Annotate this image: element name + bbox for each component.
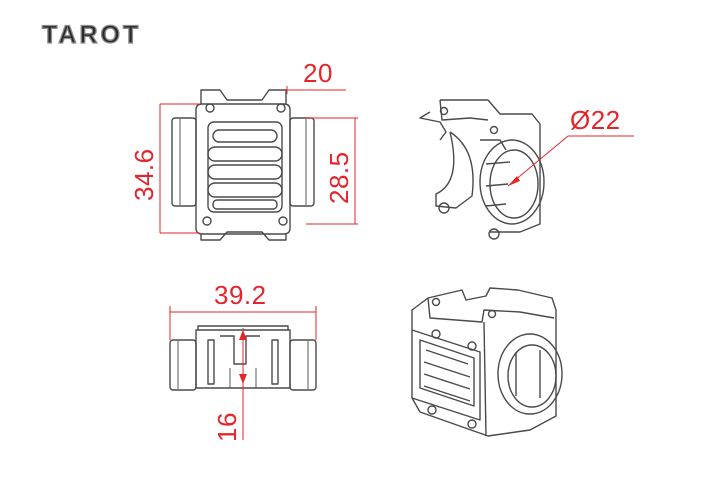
front-window <box>207 121 283 213</box>
top-rib-right-1 <box>271 339 279 385</box>
iso-top-rib-3 <box>485 183 509 187</box>
dimension-inner-height: 28.5 <box>306 117 358 225</box>
iso-top-rib-1 <box>480 139 507 151</box>
front-slot-1 <box>212 129 278 143</box>
top-lip <box>197 325 289 330</box>
iso-bottom-hole-3 <box>431 329 441 339</box>
front-view <box>171 89 315 241</box>
iso-bottom-hole-2 <box>487 309 497 319</box>
dimension-inner-height-label: 28.5 <box>324 151 354 204</box>
dimension-top-width: 20 <box>286 58 346 94</box>
top-body <box>195 329 291 389</box>
brand-logo: TAROT <box>41 20 141 49</box>
iso-top-rib-4 <box>485 203 507 207</box>
iso-top-left-arc <box>435 131 474 209</box>
top-view <box>169 325 317 391</box>
dimension-outer-height: 34.6 <box>129 103 200 234</box>
front-left-flange <box>171 117 197 207</box>
iso-top-hole-1 <box>439 106 449 116</box>
iso-bottom-front-window <box>419 339 475 407</box>
front-bottom-tabs <box>200 231 287 241</box>
front-right-flange <box>289 117 315 207</box>
dimension-total-width-label: 39.2 <box>214 280 267 310</box>
iso-view-bottom <box>411 287 563 437</box>
front-hole-top-left <box>205 103 215 113</box>
iso-top-hole-2 <box>489 125 499 135</box>
iso-top-rib-2 <box>485 161 511 165</box>
iso-top-right-body <box>440 99 541 233</box>
iso-bottom-outline <box>411 287 557 437</box>
iso-bottom-bore-ribs <box>515 350 541 398</box>
iso-bottom-corner-edge <box>483 321 487 437</box>
top-center-notch <box>220 335 260 365</box>
dimension-bore-diameter: Ø22 <box>507 105 634 187</box>
iso-top-bore-outer <box>479 139 545 225</box>
front-hole-top-right <box>276 103 286 113</box>
iso-bottom-hole-6 <box>467 419 477 429</box>
dimension-base-height-label: 16 <box>212 412 242 442</box>
iso-bottom-hole-4 <box>467 341 477 351</box>
dimension-bore-diameter-label: Ø22 <box>570 105 621 135</box>
top-right-flange <box>289 339 317 391</box>
front-slot-5 <box>212 199 278 210</box>
front-top-tabs <box>200 89 287 104</box>
iso-top-hole-4 <box>488 228 500 240</box>
dimension-outer-height-label: 34.6 <box>129 148 159 201</box>
dimension-total-width: 39.2 <box>169 280 317 340</box>
iso-bottom-hole-1 <box>431 297 441 307</box>
top-left-flange <box>169 339 197 391</box>
iso-bottom-hole-5 <box>427 405 437 415</box>
front-slot-3 <box>207 164 283 180</box>
brand-logo-text: TAROT <box>42 21 141 49</box>
top-rib-left-1 <box>207 339 215 385</box>
front-hole-bottom-left <box>202 216 212 226</box>
iso-top-left-flange <box>419 111 447 141</box>
dimension-base-height: 16 <box>212 328 247 442</box>
front-slot-2 <box>207 146 283 162</box>
iso-top-bore-inner <box>489 149 539 219</box>
iso-bottom-bore-inner <box>507 344 557 408</box>
iso-bottom-front-slots <box>423 349 471 402</box>
iso-bottom-top-face <box>427 297 555 323</box>
iso-top-hole-3 <box>438 202 450 214</box>
front-slot-4 <box>207 182 283 198</box>
dimension-top-width-label: 20 <box>303 58 333 88</box>
iso-view-top <box>419 99 545 240</box>
iso-bottom-bore-outer <box>497 333 563 415</box>
front-hole-bottom-right <box>278 216 288 226</box>
iso-bottom-front-face <box>411 329 481 421</box>
